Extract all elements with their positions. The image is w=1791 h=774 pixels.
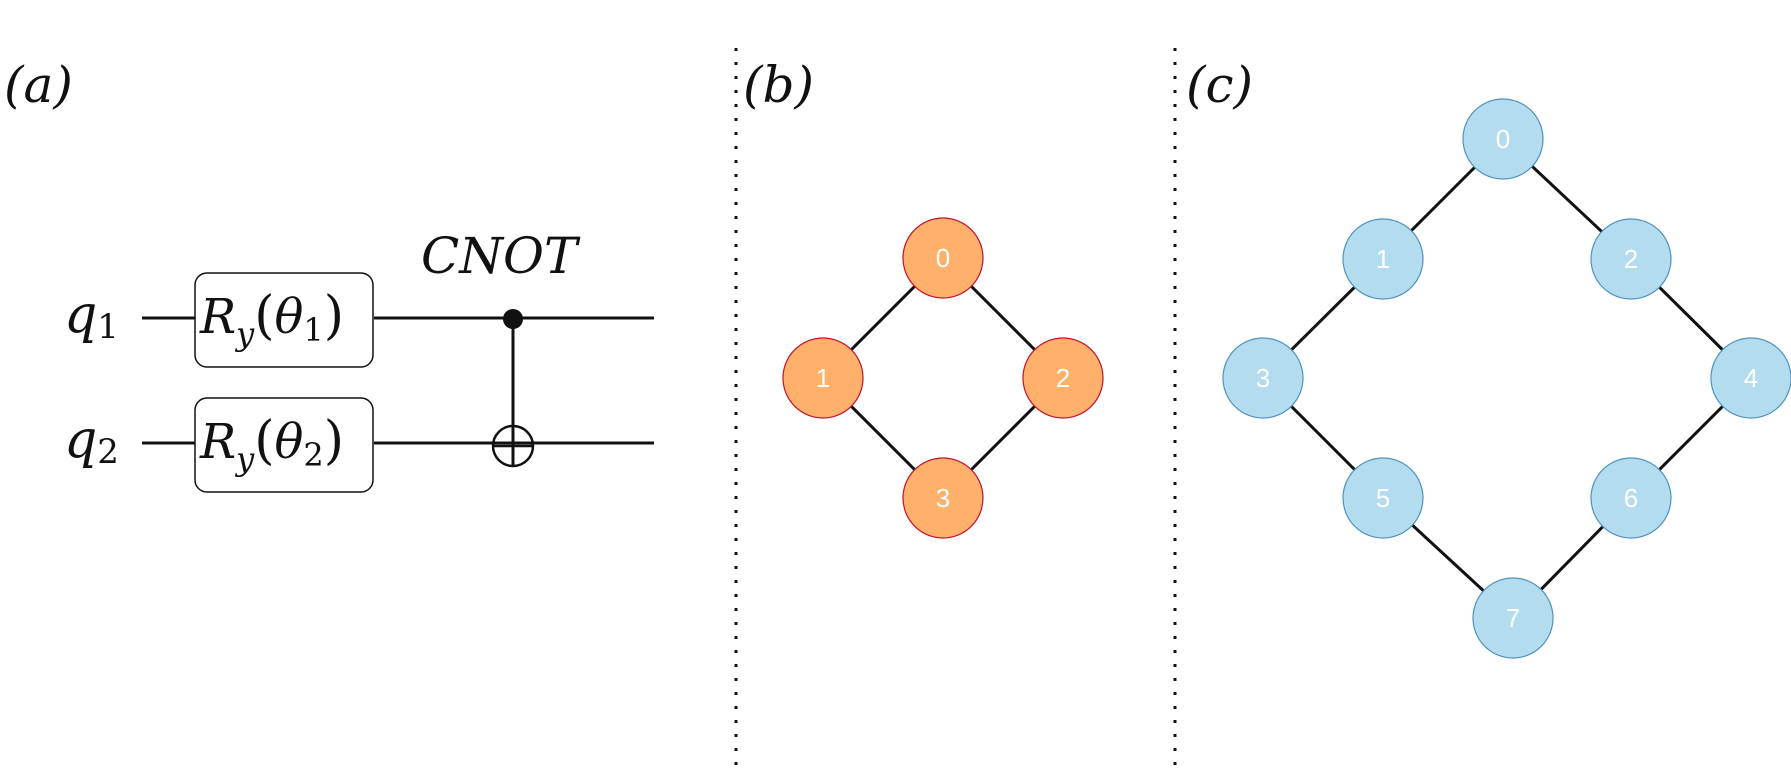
graph-b-node-label-2: 2 xyxy=(1056,363,1070,393)
graph-b-node-2 xyxy=(1022,337,1104,419)
ry-gate-2 xyxy=(194,397,374,493)
graph-c-node-3 xyxy=(1222,337,1304,419)
graph-c-node-0 xyxy=(1462,98,1544,180)
circuit-diagram: q1 q2 Ry(θ1) Ry(θ2) CNOT xyxy=(64,227,654,493)
graph-c-node-label-4: 4 xyxy=(1744,363,1758,393)
qubit-label-1: q1 xyxy=(64,285,119,347)
graph-b-node-label-0: 0 xyxy=(936,243,950,273)
graph-c-edges xyxy=(1261,137,1753,620)
graph-c-node-label-2: 2 xyxy=(1624,244,1638,274)
graph-c-node-5 xyxy=(1342,457,1424,539)
cnot-label: CNOT xyxy=(421,227,581,285)
panel-label-a: (a) xyxy=(4,56,73,114)
graph-c-node-label-1: 1 xyxy=(1376,244,1390,274)
graph-c-node-4 xyxy=(1710,337,1791,419)
graph-c-node-7 xyxy=(1472,577,1554,659)
ry-gate-2-label: Ry(θ2) xyxy=(199,411,344,478)
graph-c-nodes: 0 1 2 3 4 5 6 7 xyxy=(1222,98,1791,659)
graph-b-node-3 xyxy=(902,457,984,539)
ry-gate-1-label: Ry(θ1) xyxy=(199,286,344,353)
graph-c-node-6 xyxy=(1590,457,1672,539)
panel-label-c: (c) xyxy=(1186,56,1253,114)
graph-b-node-1 xyxy=(782,337,864,419)
graph-c-node-label-7: 7 xyxy=(1506,603,1520,633)
graph-c-node-label-5: 5 xyxy=(1376,483,1390,513)
panel-label-b: (b) xyxy=(743,56,814,114)
graph-b-node-label-3: 3 xyxy=(936,483,950,513)
graph-c-node-1 xyxy=(1342,218,1424,300)
graph-c-node-2 xyxy=(1590,218,1672,300)
ry-gate-1 xyxy=(194,272,374,368)
cnot-control-dot xyxy=(503,309,523,329)
graph-c-node-label-0: 0 xyxy=(1496,124,1510,154)
graph-b-nodes: 0 1 2 3 xyxy=(782,217,1104,539)
graph-c-node-label-3: 3 xyxy=(1256,363,1270,393)
qubit-label-2: q2 xyxy=(64,410,119,472)
graph-c-node-label-6: 6 xyxy=(1624,483,1638,513)
graph-b-node-label-1: 1 xyxy=(816,363,830,393)
graph-b-node-0 xyxy=(902,217,984,299)
